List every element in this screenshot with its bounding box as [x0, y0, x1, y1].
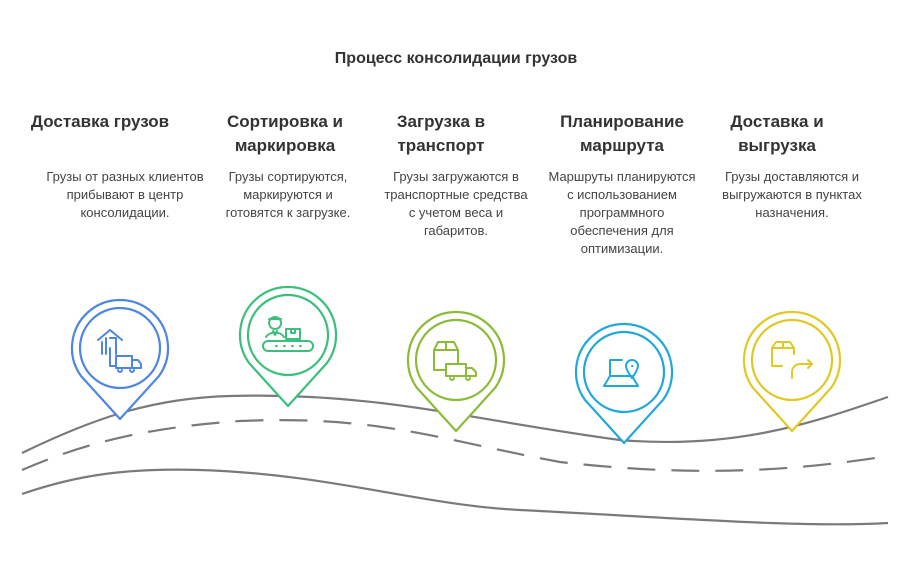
road-bottom-edge — [21, 468, 889, 526]
box-truck-icon — [433, 341, 477, 381]
location-pin-step-2 — [238, 285, 338, 408]
step-description: Маршруты планируются с использованием пр… — [548, 169, 696, 256]
step-heading: Загрузка в транспорт — [396, 112, 486, 155]
location-pin-step-3 — [406, 310, 506, 433]
location-pin-step-5 — [742, 310, 842, 433]
step-heading: Доставка грузов — [30, 112, 170, 131]
step-description: Грузы от разных клиентов прибывают в цен… — [46, 169, 204, 220]
step-heading: Сортировка и маркировка — [227, 112, 343, 155]
warehouse-truck-icon — [97, 329, 142, 373]
laptop-location-icon — [603, 359, 639, 387]
step-heading: Планирование маршрута — [560, 112, 684, 155]
step-description: Грузы загружаются в транспортные средств… — [384, 169, 528, 238]
worker-conveyor-icon — [262, 316, 314, 352]
step-description: Грузы доставляются и выгружаются в пункт… — [722, 169, 862, 220]
box-forward-icon — [771, 341, 813, 379]
diagram-title: Процесс консолидации грузов — [334, 50, 578, 67]
road-center-line — [21, 418, 889, 472]
step-description: Грузы сортируются, маркируются и готовят… — [225, 169, 351, 220]
step-heading: Доставка и выгрузка — [730, 112, 824, 155]
location-pin-step-4 — [574, 322, 674, 445]
location-pin-step-1 — [70, 298, 170, 421]
